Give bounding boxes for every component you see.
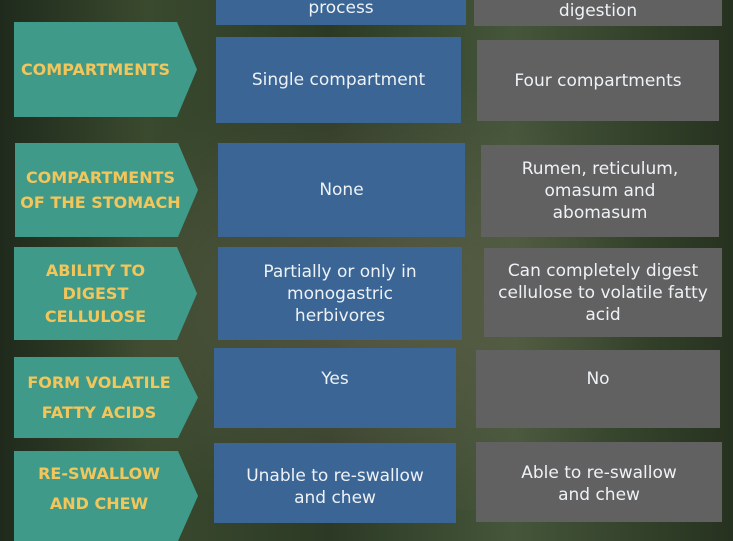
row-label-digest-cellulose: ABILITY TO DIGEST CELLULOSE <box>14 247 197 340</box>
row2-col2-cell: Rumen, reticulum, omasum and abomasum <box>481 145 719 237</box>
row2-col1-cell: None <box>218 143 465 237</box>
row0-col2-cell: digestion <box>474 0 722 26</box>
row-label-compartments: COMPARTMENTS <box>14 22 197 117</box>
row-label-stomach-compartments: COMPARTMENTS OF THE STOMACH <box>15 143 198 237</box>
row0-col1-cell: process <box>216 0 466 25</box>
row5-col1-cell: Unable to re-swallow and chew <box>214 443 456 523</box>
row-label-reswallow-chew: RE-SWALLOW AND CHEW <box>14 451 198 541</box>
row-label-volatile-fatty-acids: FORM VOLATILE FATTY ACIDS <box>14 357 198 438</box>
row1-col1-cell: Single compartment <box>216 37 461 123</box>
row4-col2-cell: No <box>476 350 720 428</box>
row1-col2-cell: Four compartments <box>477 40 719 121</box>
row5-col2-cell: Able to re-swallow and chew <box>476 442 722 522</box>
row3-col1-cell: Partially or only in monogastric herbivo… <box>218 247 462 340</box>
row3-col2-cell: Can completely digest cellulose to volat… <box>484 248 722 337</box>
row4-col1-cell: Yes <box>214 348 456 428</box>
